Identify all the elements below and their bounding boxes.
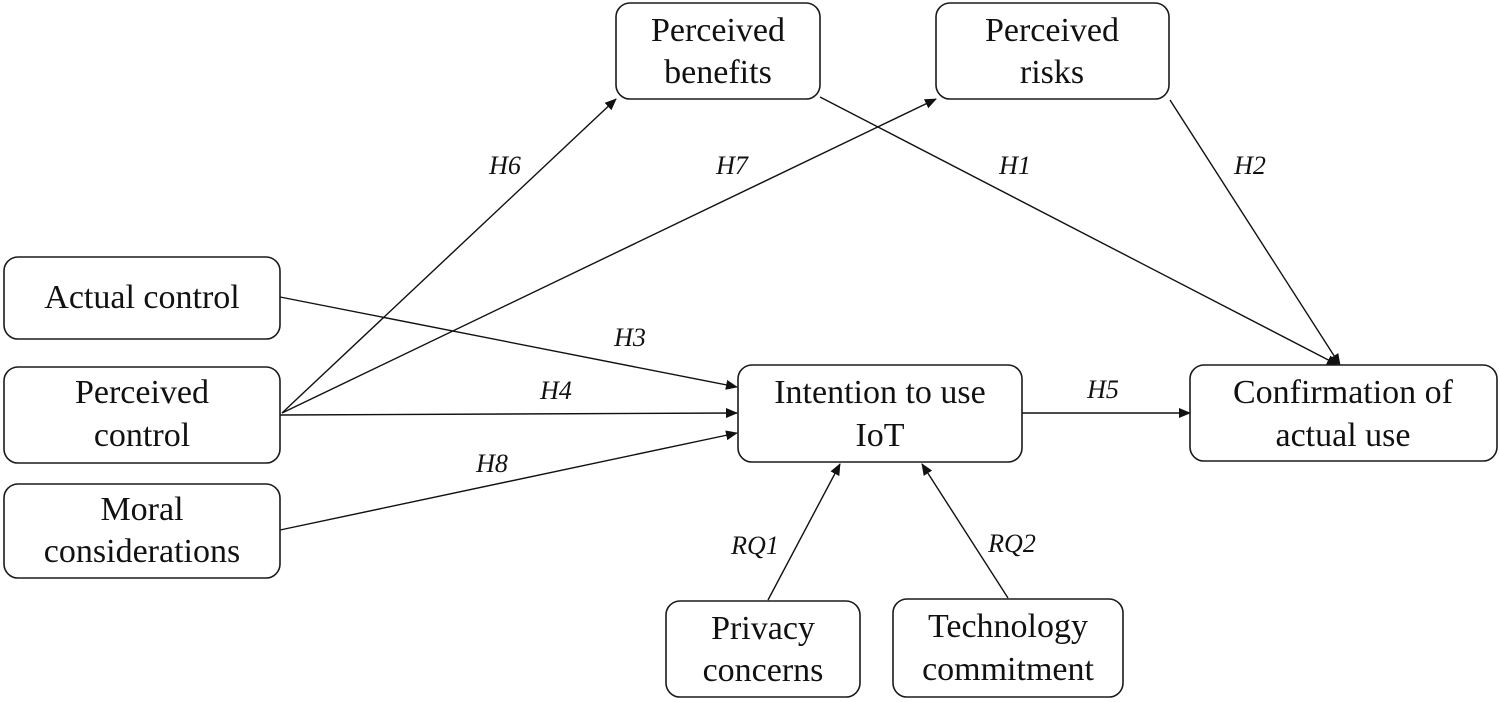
node-confirmation-of-use: Confirmation of actual use	[1189, 364, 1498, 462]
edge-label-h1: H1	[998, 151, 1031, 180]
node-perceived-risks-line2: risks	[1020, 54, 1084, 91]
edge-h2	[1169, 99, 1341, 366]
node-perceived-benefits-line2: benefits	[664, 54, 772, 91]
node-privacy-concerns-line1: Privacy	[711, 610, 815, 647]
edge-rq1	[767, 463, 841, 601]
node-technology-commitment: Technology commitment	[892, 598, 1124, 698]
node-perceived-control: Perceived control	[3, 366, 281, 464]
node-perceived-control-line1: Perceived	[75, 374, 209, 411]
node-privacy-concerns-line2: concerns	[703, 652, 824, 689]
node-intention-to-use-line2: IoT	[855, 417, 904, 454]
edge-label-h8: H8	[475, 449, 508, 478]
node-intention-to-use: Intention to use IoT	[737, 364, 1023, 463]
node-perceived-benefits-line1: Perceived	[651, 12, 785, 49]
node-actual-control-line1: Actual control	[44, 279, 239, 316]
node-perceived-risks-line1: Perceived	[985, 12, 1119, 49]
node-intention-to-use-line1: Intention to use	[774, 374, 986, 411]
edge-label-h4: H4	[539, 376, 572, 405]
edge-h4	[279, 408, 738, 419]
node-technology-commitment-line1: Technology	[928, 608, 1088, 645]
edge-h3	[279, 296, 738, 390]
node-moral-considerations: Moral considerations	[3, 483, 281, 579]
node-moral-considerations-line2: considerations	[44, 533, 240, 570]
node-perceived-risks: Perceived risks	[935, 2, 1170, 100]
edge-label-h5: H5	[1086, 375, 1119, 404]
edge-label-h2: H2	[1233, 151, 1266, 180]
edge-label-h3: H3	[613, 323, 646, 352]
node-moral-considerations-line1: Moral	[100, 491, 183, 528]
node-confirmation-of-use-line2: actual use	[1276, 417, 1411, 454]
edge-h1	[819, 96, 1339, 366]
edge-label-h7: H7	[715, 151, 749, 180]
edge-label-rq2: RQ2	[987, 529, 1036, 558]
node-perceived-benefits: Perceived benefits	[615, 2, 821, 100]
edge-rq2	[921, 463, 1009, 599]
node-confirmation-of-use-line1: Confirmation of	[1233, 374, 1454, 411]
edge-label-h6: H6	[488, 151, 521, 180]
edge-h8	[279, 430, 738, 531]
edge-h7	[281, 98, 937, 414]
node-privacy-concerns: Privacy concerns	[665, 600, 861, 698]
edge-label-rq1: RQ1	[730, 531, 779, 560]
node-actual-control: Actual control	[3, 256, 281, 340]
node-technology-commitment-line2: commitment	[922, 651, 1094, 688]
node-perceived-control-line2: control	[94, 417, 190, 454]
edge-h6	[281, 98, 617, 414]
